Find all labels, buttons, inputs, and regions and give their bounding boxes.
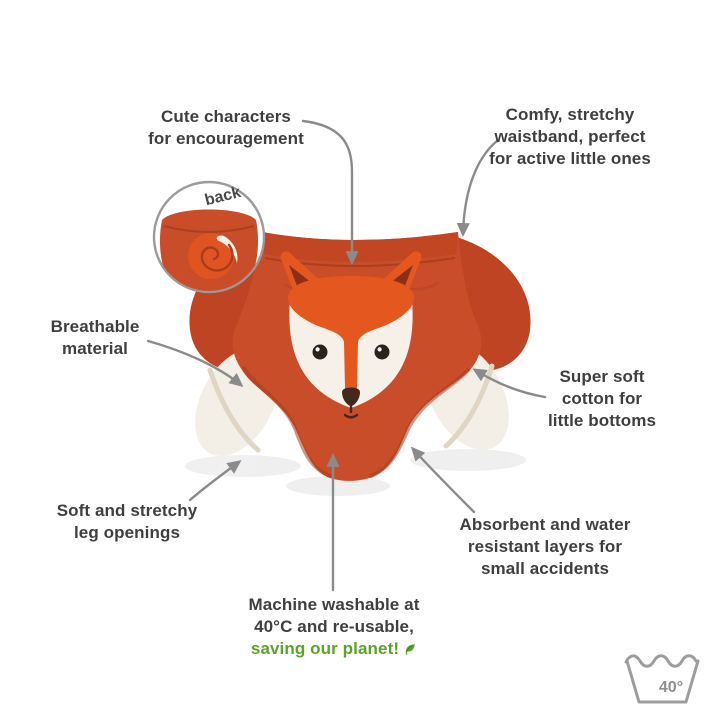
callout-comfy-waistband: Comfy, stretchy waistband, perfect for a… xyxy=(489,105,651,169)
fox-tail-tip xyxy=(216,235,238,263)
connector-comfy xyxy=(456,139,499,238)
fox-forehead xyxy=(288,276,414,394)
fox-left-eye-glint xyxy=(315,347,320,352)
callout-machine-washable: Machine washable at 40°C and re-usable,s… xyxy=(219,594,449,660)
wash-water-wave xyxy=(624,654,698,668)
fox-right-eye-glint xyxy=(377,347,382,352)
fox-right-eye xyxy=(374,344,390,360)
saving-planet-text: saving our planet! xyxy=(250,639,400,659)
callout-leg-openings: Soft and stretchy leg openings xyxy=(56,501,198,543)
callout-cute-characters: Cute characters for encouragement xyxy=(148,107,304,149)
wash-temp: 40° xyxy=(659,679,683,696)
callout-absorbent-layers: Absorbent and water resistant layers for… xyxy=(459,515,631,579)
callout-breathable-material: Breathable material xyxy=(50,317,140,359)
connector-supersoft xyxy=(472,368,547,399)
waistband xyxy=(262,232,458,262)
callout-super-soft-cotton: Super soft cotton for little bottoms xyxy=(547,367,657,431)
left-cotton-shade xyxy=(207,367,261,453)
wash-tub-outline xyxy=(625,659,700,704)
fox-tail-swirl xyxy=(200,243,234,272)
saving-planet-row: saving our planet! xyxy=(219,638,449,660)
fox-left-eye xyxy=(312,344,328,360)
back-view-inset: back xyxy=(152,180,266,294)
fox-tail xyxy=(188,233,234,279)
right-cotton-shade xyxy=(443,363,495,449)
callout-connectors xyxy=(146,119,547,592)
left-leg-rim xyxy=(242,366,332,478)
fox-nose xyxy=(342,387,360,406)
connector-breathable xyxy=(146,339,244,387)
wash-symbol-icon: 40° xyxy=(624,654,700,704)
fox-mouth xyxy=(343,404,359,419)
connector-leg xyxy=(188,460,242,502)
fox-face xyxy=(280,251,422,419)
product-shadow xyxy=(185,449,526,496)
machine-washable-text: Machine washable at 40°C and re-usable, xyxy=(248,595,420,637)
connector-cute xyxy=(301,119,359,266)
back-waistband-seam xyxy=(163,225,255,233)
connector-absorbent xyxy=(410,446,476,514)
wrinkle-right xyxy=(408,281,440,291)
leaf-icon xyxy=(405,643,415,655)
right-leg-rim xyxy=(369,368,470,478)
